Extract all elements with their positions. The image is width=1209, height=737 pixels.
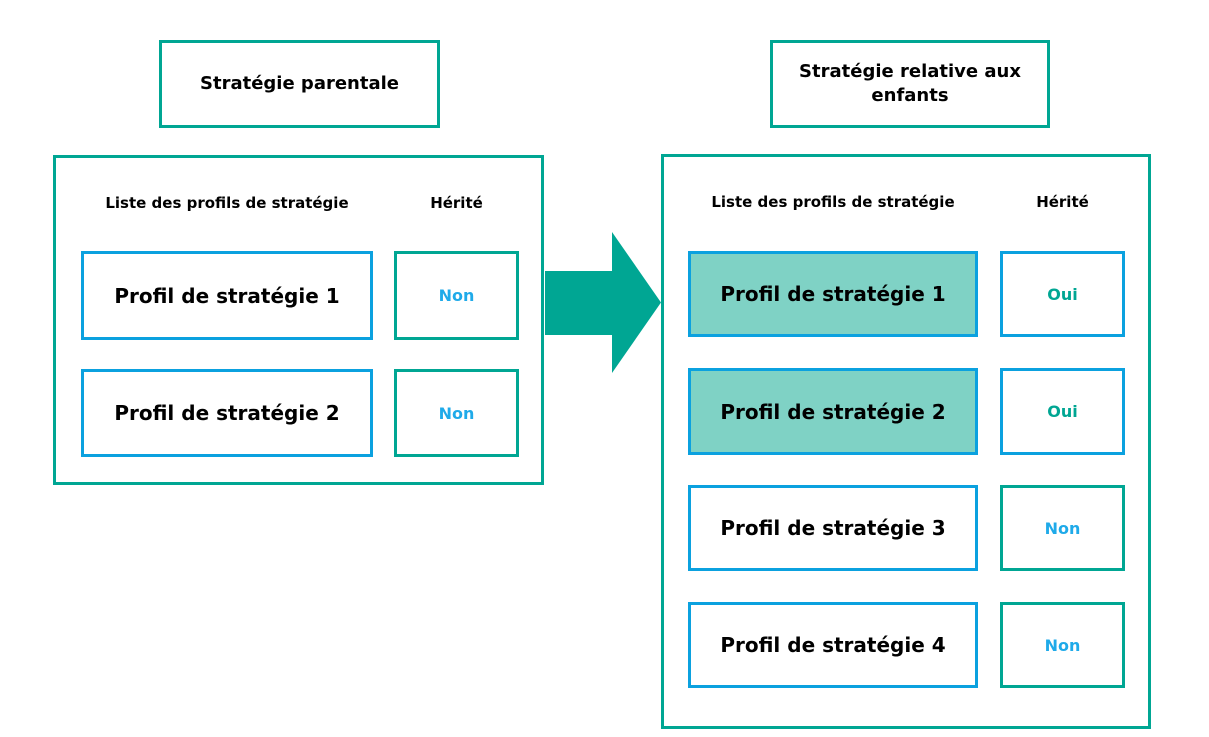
- parent-profile-1-label: Profil de stratégie 1: [114, 283, 340, 308]
- child-profile-4-box: Profil de stratégie 4: [688, 602, 978, 688]
- inheritance-arrow-icon: [545, 232, 661, 373]
- parent-profile-1-inherited-value: Non: [438, 286, 475, 305]
- parent-profile-2-inherited-value: Non: [438, 403, 475, 423]
- parent-policy-title-label: Stratégie parentale: [200, 72, 399, 94]
- child-profile-3-label: Profil de stratégie 3: [720, 516, 946, 540]
- parent-profile-list-header: Liste des profils de stratégie: [105, 194, 349, 212]
- child-policy-title: Stratégie relative aux enfants: [770, 40, 1050, 128]
- child-profile-2-inherited-box: Oui: [1000, 368, 1125, 455]
- child-profile-row: Profil de stratégie 4 Non: [664, 602, 1148, 688]
- parent-profile-row: Profil de stratégie 1 Non: [56, 251, 541, 340]
- parent-profile-2-inherited-box: Non: [394, 369, 519, 457]
- child-profile-4-inherited-value: Non: [1044, 635, 1081, 655]
- child-profile-1-inherited-box: Oui: [1000, 251, 1125, 337]
- parent-profile-row: Profil de stratégie 2 Non: [56, 369, 541, 457]
- child-inherited-header: Hérité: [1036, 193, 1089, 211]
- child-profile-2-label: Profil de stratégie 2: [720, 399, 946, 424]
- child-profile-row: Profil de stratégie 2 Oui: [664, 368, 1148, 455]
- parent-inherited-header: Hérité: [430, 194, 483, 212]
- child-profile-3-box: Profil de stratégie 3: [688, 485, 978, 571]
- child-profile-1-label: Profil de stratégie 1: [720, 282, 946, 306]
- parent-policy-title: Stratégie parentale: [159, 40, 440, 128]
- parent-profile-1-box: Profil de stratégie 1: [81, 251, 373, 340]
- child-profile-3-inherited-value: Non: [1044, 518, 1081, 538]
- child-profile-1-box: Profil de stratégie 1: [688, 251, 978, 337]
- child-profile-2-inherited-value: Oui: [1047, 402, 1078, 421]
- child-profile-1-inherited-value: Oui: [1047, 284, 1078, 304]
- child-policy-panel: Liste des profils de stratégie Hérité Pr…: [661, 154, 1151, 729]
- child-policy-title-label: Stratégie relative aux enfants: [799, 60, 1021, 106]
- child-profile-row: Profil de stratégie 1 Oui: [664, 251, 1148, 337]
- child-profile-4-label: Profil de stratégie 4: [720, 633, 946, 657]
- parent-profile-1-inherited-box: Non: [394, 251, 519, 340]
- child-profile-3-inherited-box: Non: [1000, 485, 1125, 571]
- parent-policy-panel: Liste des profils de stratégie Hérité Pr…: [53, 155, 544, 485]
- child-profile-2-box: Profil de stratégie 2: [688, 368, 978, 455]
- parent-profile-2-box: Profil de stratégie 2: [81, 369, 373, 457]
- child-profile-4-inherited-box: Non: [1000, 602, 1125, 688]
- parent-profile-2-label: Profil de stratégie 2: [114, 401, 340, 425]
- child-profile-row: Profil de stratégie 3 Non: [664, 485, 1148, 571]
- child-profile-list-header: Liste des profils de stratégie: [711, 193, 955, 211]
